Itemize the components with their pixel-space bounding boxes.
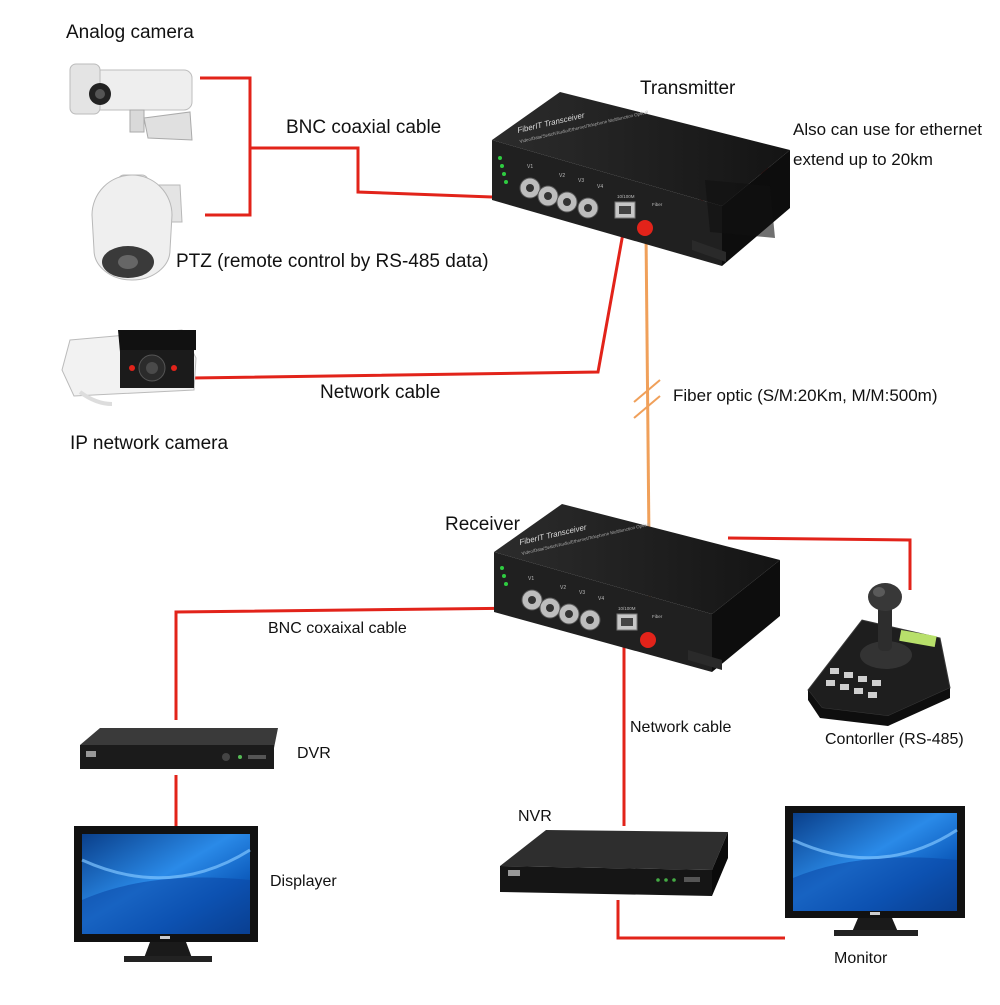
ip-camera-label: IP network camera (70, 433, 229, 454)
dvr-icon (80, 728, 278, 769)
cable-analog-cameras (200, 76, 521, 217)
cable-nvr-monitor (616, 900, 785, 940)
controller-icon (807, 583, 951, 726)
ethernet-note-line1: Also can use for ethernet (793, 120, 983, 139)
nvr-icon (500, 830, 728, 896)
network-cable-bottom-label: Network cable (630, 719, 732, 736)
receiver-v1-label: V1 (528, 576, 534, 582)
analog-camera-icon (69, 63, 193, 141)
receiver-device: FiberIT Transceiver Video/Data/Switch/Au… (494, 504, 780, 672)
analog-camera-label: Analog camera (66, 22, 194, 43)
cable-receiver-dvr (174, 606, 531, 720)
receiver-v2-label: V2 (560, 585, 566, 591)
cable-receiver-controller (727, 536, 912, 590)
transmitter-label: Transmitter (640, 78, 736, 99)
nvr-label: NVR (518, 808, 552, 825)
transmitter-fiber-label: Fiber (652, 202, 663, 207)
transmitter-device: FiberIT Transceiver Video/Data/Switch/Au… (492, 92, 790, 266)
ip-camera-icon (61, 329, 197, 406)
controller-label: Contorller (RS-485) (825, 731, 964, 748)
transmitter-v1-label: V1 (527, 164, 533, 170)
transmitter-eth-label: 10/100M (617, 194, 635, 199)
ptz-camera-icon (91, 174, 183, 281)
cable-ip-camera (191, 221, 627, 380)
ptz-label: PTZ (remote control by RS-485 data) (176, 251, 489, 272)
receiver-fiber-label: Fiber (652, 614, 663, 619)
monitor-icon (785, 806, 965, 936)
transmitter-v2-label: V2 (559, 173, 565, 179)
receiver-eth-label: 10/100M (618, 606, 636, 611)
fiber-optic-label: Fiber optic (S/M:20Km, M/M:500m) (673, 386, 938, 405)
displayer-monitor-icon (74, 826, 258, 962)
monitor-label: Monitor (834, 950, 888, 967)
ethernet-note-line2: extend up to 20km (793, 150, 933, 169)
network-cable-top-label: Network cable (320, 382, 441, 403)
transmitter-v4-label: V4 (597, 184, 603, 190)
bnc-coaxial-cable-label: BNC coaxial cable (286, 117, 442, 138)
transmitter-v3-label: V3 (578, 178, 584, 184)
dvr-label: DVR (297, 745, 331, 762)
receiver-v3-label: V3 (579, 590, 585, 596)
receiver-label: Receiver (445, 514, 520, 535)
displayer-label: Displayer (270, 873, 337, 890)
receiver-v4-label: V4 (598, 596, 604, 602)
bnc-coxaixal-cable-label: BNC coxaixal cable (268, 620, 407, 637)
